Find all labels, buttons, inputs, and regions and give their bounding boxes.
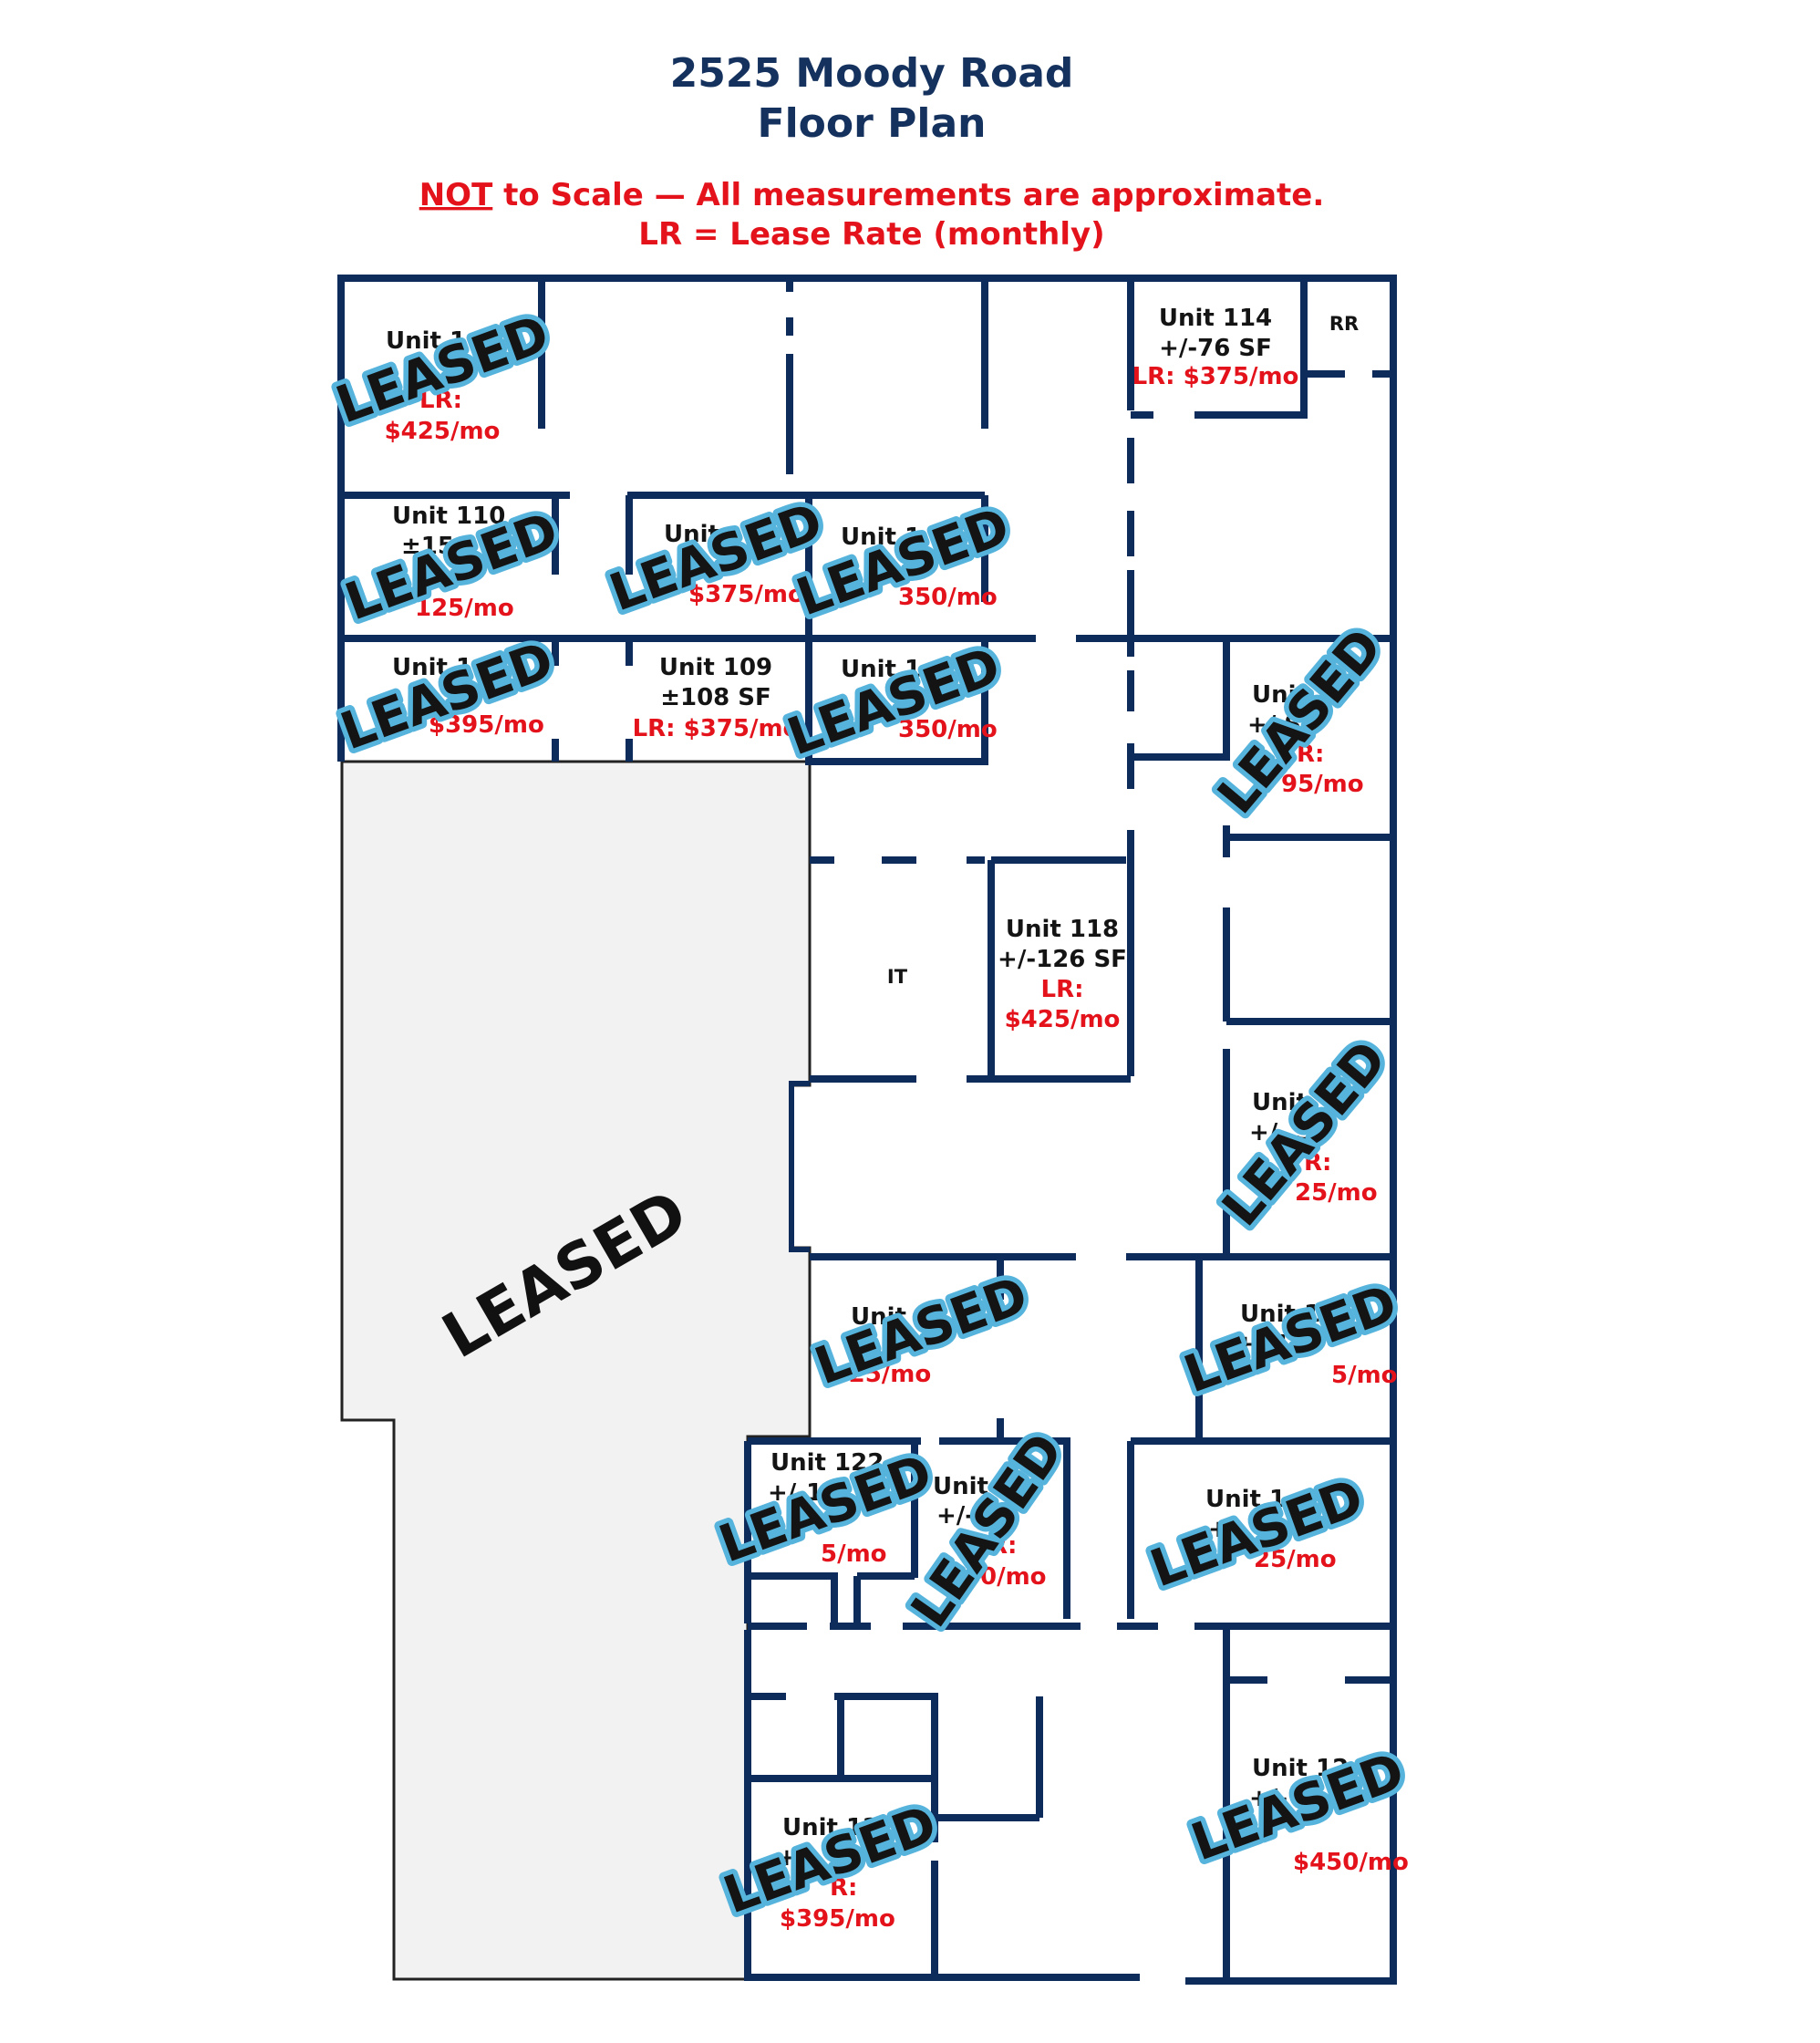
unit-109: Unit 109 ±108 SF LR: $375/mo <box>633 654 800 742</box>
unit-size: +/- SF <box>1249 1119 1329 1146</box>
unit-size: ±108 SF <box>660 684 771 711</box>
unit-rate: 125/mo <box>415 595 514 622</box>
unit-rate: $375/mo <box>688 581 804 608</box>
unit-name: Unit 1 <box>386 327 466 355</box>
unit-name: Unit 109 <box>659 654 772 681</box>
it-label: IT <box>887 966 908 988</box>
unit-114: Unit 114 +/-76 SF LR: $375/mo <box>1132 305 1299 390</box>
unit-mid-g: Unit 1 + L 25/mo <box>825 1303 931 1388</box>
unit-rate: 95/mo <box>1281 771 1364 798</box>
walls <box>337 275 1397 1985</box>
unit-121: Unit 121 +/-1 5/mo <box>1236 1301 1398 1389</box>
unit-size: +/- SF <box>936 1502 1017 1530</box>
unit-right-i: Unit 1 + 25/mo <box>1205 1486 1337 1573</box>
page-title-line-2: Floor Plan <box>758 100 987 147</box>
scale-note: NOT to Scale — All measurements are appr… <box>419 177 1325 213</box>
unit-rate: 25/mo <box>1254 1546 1337 1573</box>
unit-name: Unit 1 <box>392 654 472 681</box>
unit-name: Unit 121 <box>1240 1301 1353 1328</box>
unit-rate: 350/mo <box>898 584 998 611</box>
unit-row2-a: Unit $375/mo <box>664 521 804 608</box>
unit-rate: 5/mo <box>1331 1362 1398 1389</box>
unit-rate: $395/mo <box>780 1905 895 1933</box>
unit-name: Unit 1 <box>841 656 921 683</box>
unit-name: Unit 1 <box>841 524 921 551</box>
unit-rate: $395/mo <box>429 711 544 739</box>
leased-area <box>340 760 812 1981</box>
unit-name: Unit 1 <box>1205 1486 1286 1513</box>
unit-rate-label: LR: <box>419 387 462 414</box>
page-title-line-1: 2525 Moody Road <box>670 50 1074 97</box>
unit-size: ±15 <box>401 533 454 560</box>
unit-size: + <box>848 1333 868 1361</box>
unit-right-e: Uni +/ SF R: 95/mo <box>1247 681 1364 798</box>
unit-rate: 25/mo <box>1295 1179 1378 1207</box>
unit-name: Unit 1 <box>851 1303 931 1331</box>
unit-size: + <box>1208 1516 1228 1543</box>
unit-rate-label: R: <box>1304 1149 1331 1177</box>
unit-name: Unit 122 <box>770 1449 884 1477</box>
unit-rate-label: R: <box>989 1532 1017 1560</box>
unit-118: Unit 118 +/-126 SF LR: $425/mo <box>998 916 1127 1033</box>
unit-size: +/-1 <box>1236 1331 1290 1358</box>
unit-rate: $450/mo <box>1293 1849 1409 1876</box>
unit-name: Unit 12 <box>782 1814 879 1841</box>
unit-row3-c: Unit 1 $395/mo <box>392 654 544 739</box>
unit-bottom-j: Unit 12 +/- R: $395/mo <box>777 1814 895 1933</box>
unit-rate: 5/mo <box>821 1540 887 1568</box>
unit-122: Unit 122 +/-11 5/mo <box>768 1449 887 1568</box>
lease-rate-legend: LR = Lease Rate (monthly) <box>638 216 1104 253</box>
unit-row2-b: Unit 1 350/mo <box>841 524 998 611</box>
rr-label: RR <box>1329 313 1359 335</box>
unit-rate: LR: $375/mo <box>633 715 800 742</box>
unit-size: +/- <box>1249 1785 1287 1812</box>
unit-rate: $425/mo <box>1005 1006 1121 1033</box>
unit-name: Unit <box>664 521 719 548</box>
unit-top-left: Unit 1 LR: $425/mo <box>385 327 501 445</box>
unit-126: Unit 12 +/- $450/mo <box>1249 1755 1409 1876</box>
unit-name: Uni <box>1252 681 1297 709</box>
unit-rate: 0/mo <box>980 1563 1047 1591</box>
unit-rate: 350/mo <box>898 716 998 743</box>
unit-rate-label: LR: <box>1041 976 1084 1003</box>
unit-rate-label: R: <box>830 1874 857 1902</box>
unit-name: Unit 12 <box>1252 1755 1349 1782</box>
unit-name: Unit <box>1252 1089 1308 1116</box>
scale-note-rest: to Scale — All measurements are approxim… <box>492 177 1324 213</box>
leased-stamp: LEASED <box>900 1423 1075 1638</box>
unit-size: +/ SF <box>1247 711 1318 739</box>
unit-size: +/-76 SF <box>1159 335 1272 362</box>
unit-size: +/- <box>777 1844 815 1872</box>
unit-name: Unit <box>933 1473 988 1500</box>
unit-110: Unit 110 ±15 125/mo <box>392 503 514 622</box>
unit-rate: $425/mo <box>385 418 501 445</box>
unit-name: Unit 114 <box>1159 305 1272 332</box>
unit-size: +/-11 <box>768 1479 839 1507</box>
unit-rate-label: R: <box>1297 741 1324 768</box>
unit-right-f: Unit +/- SF R: 25/mo <box>1249 1089 1378 1207</box>
unit-name: Unit 110 <box>392 503 505 530</box>
unit-mid-h: Unit +/- SF R: 0/mo <box>933 1473 1047 1591</box>
unit-rate: L 25/mo <box>825 1361 931 1388</box>
leased-stamp: LEASED <box>329 304 557 435</box>
unit-row3-d: Unit 1 350/mo <box>841 656 998 743</box>
leased-stamp: LEASED <box>334 630 562 762</box>
unit-rate: LR: $375/mo <box>1132 363 1299 390</box>
scale-note-not: NOT <box>419 177 493 213</box>
unit-size: +/-126 SF <box>998 946 1127 973</box>
unit-name: Unit 118 <box>1006 916 1119 943</box>
